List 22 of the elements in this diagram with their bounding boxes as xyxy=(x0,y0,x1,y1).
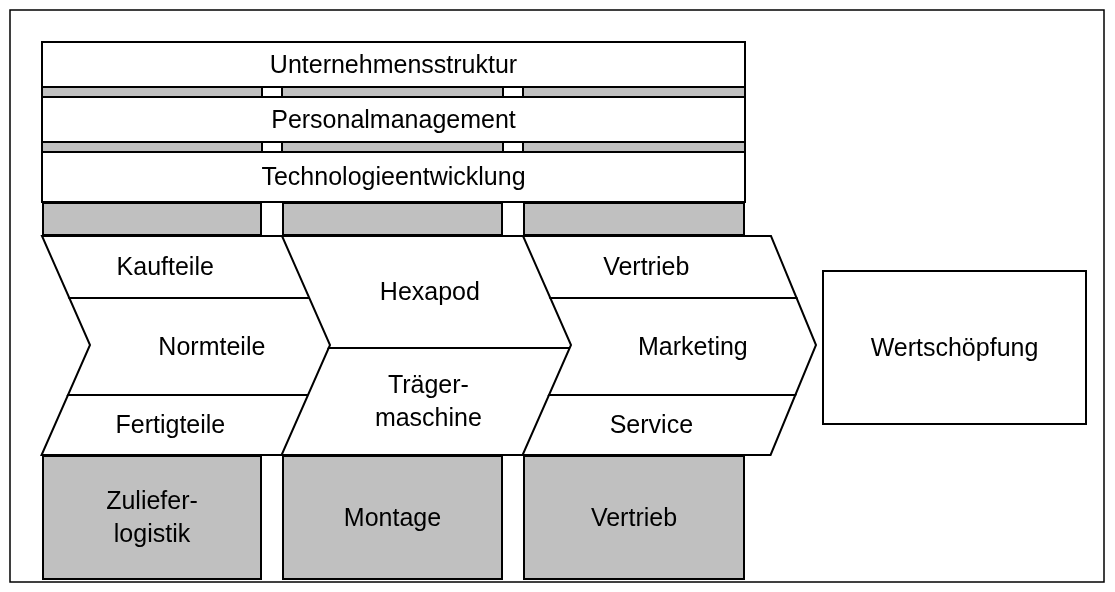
node-label: Marketing xyxy=(638,330,748,362)
node-label: Technologieentwicklung xyxy=(261,161,526,193)
activity-box xyxy=(282,455,503,580)
support-column-bar xyxy=(282,202,503,236)
node-label: Kaufteile xyxy=(116,251,214,283)
node-label: Fertigteile xyxy=(115,409,226,441)
node-label: Vertrieb xyxy=(590,501,678,533)
activity-box xyxy=(822,270,1087,425)
support-column-bar xyxy=(523,202,745,236)
node-label: Zuliefer- logistik xyxy=(105,484,199,550)
node-label: Vertrieb xyxy=(603,251,690,283)
node-label: Normteile xyxy=(158,330,266,362)
support-column-bar xyxy=(42,202,262,236)
node-label: Wertschöpfung xyxy=(870,331,1039,363)
activity-box xyxy=(42,455,262,580)
node-label: Personalmanagement xyxy=(271,103,516,135)
node-label: Montage xyxy=(343,501,442,533)
node-label: Unternehmensstruktur xyxy=(269,48,518,80)
activity-box xyxy=(523,455,745,580)
node-label: Service xyxy=(609,409,694,441)
node-label: Hexapod xyxy=(379,276,480,308)
node-label: Träger- maschine xyxy=(373,368,483,434)
